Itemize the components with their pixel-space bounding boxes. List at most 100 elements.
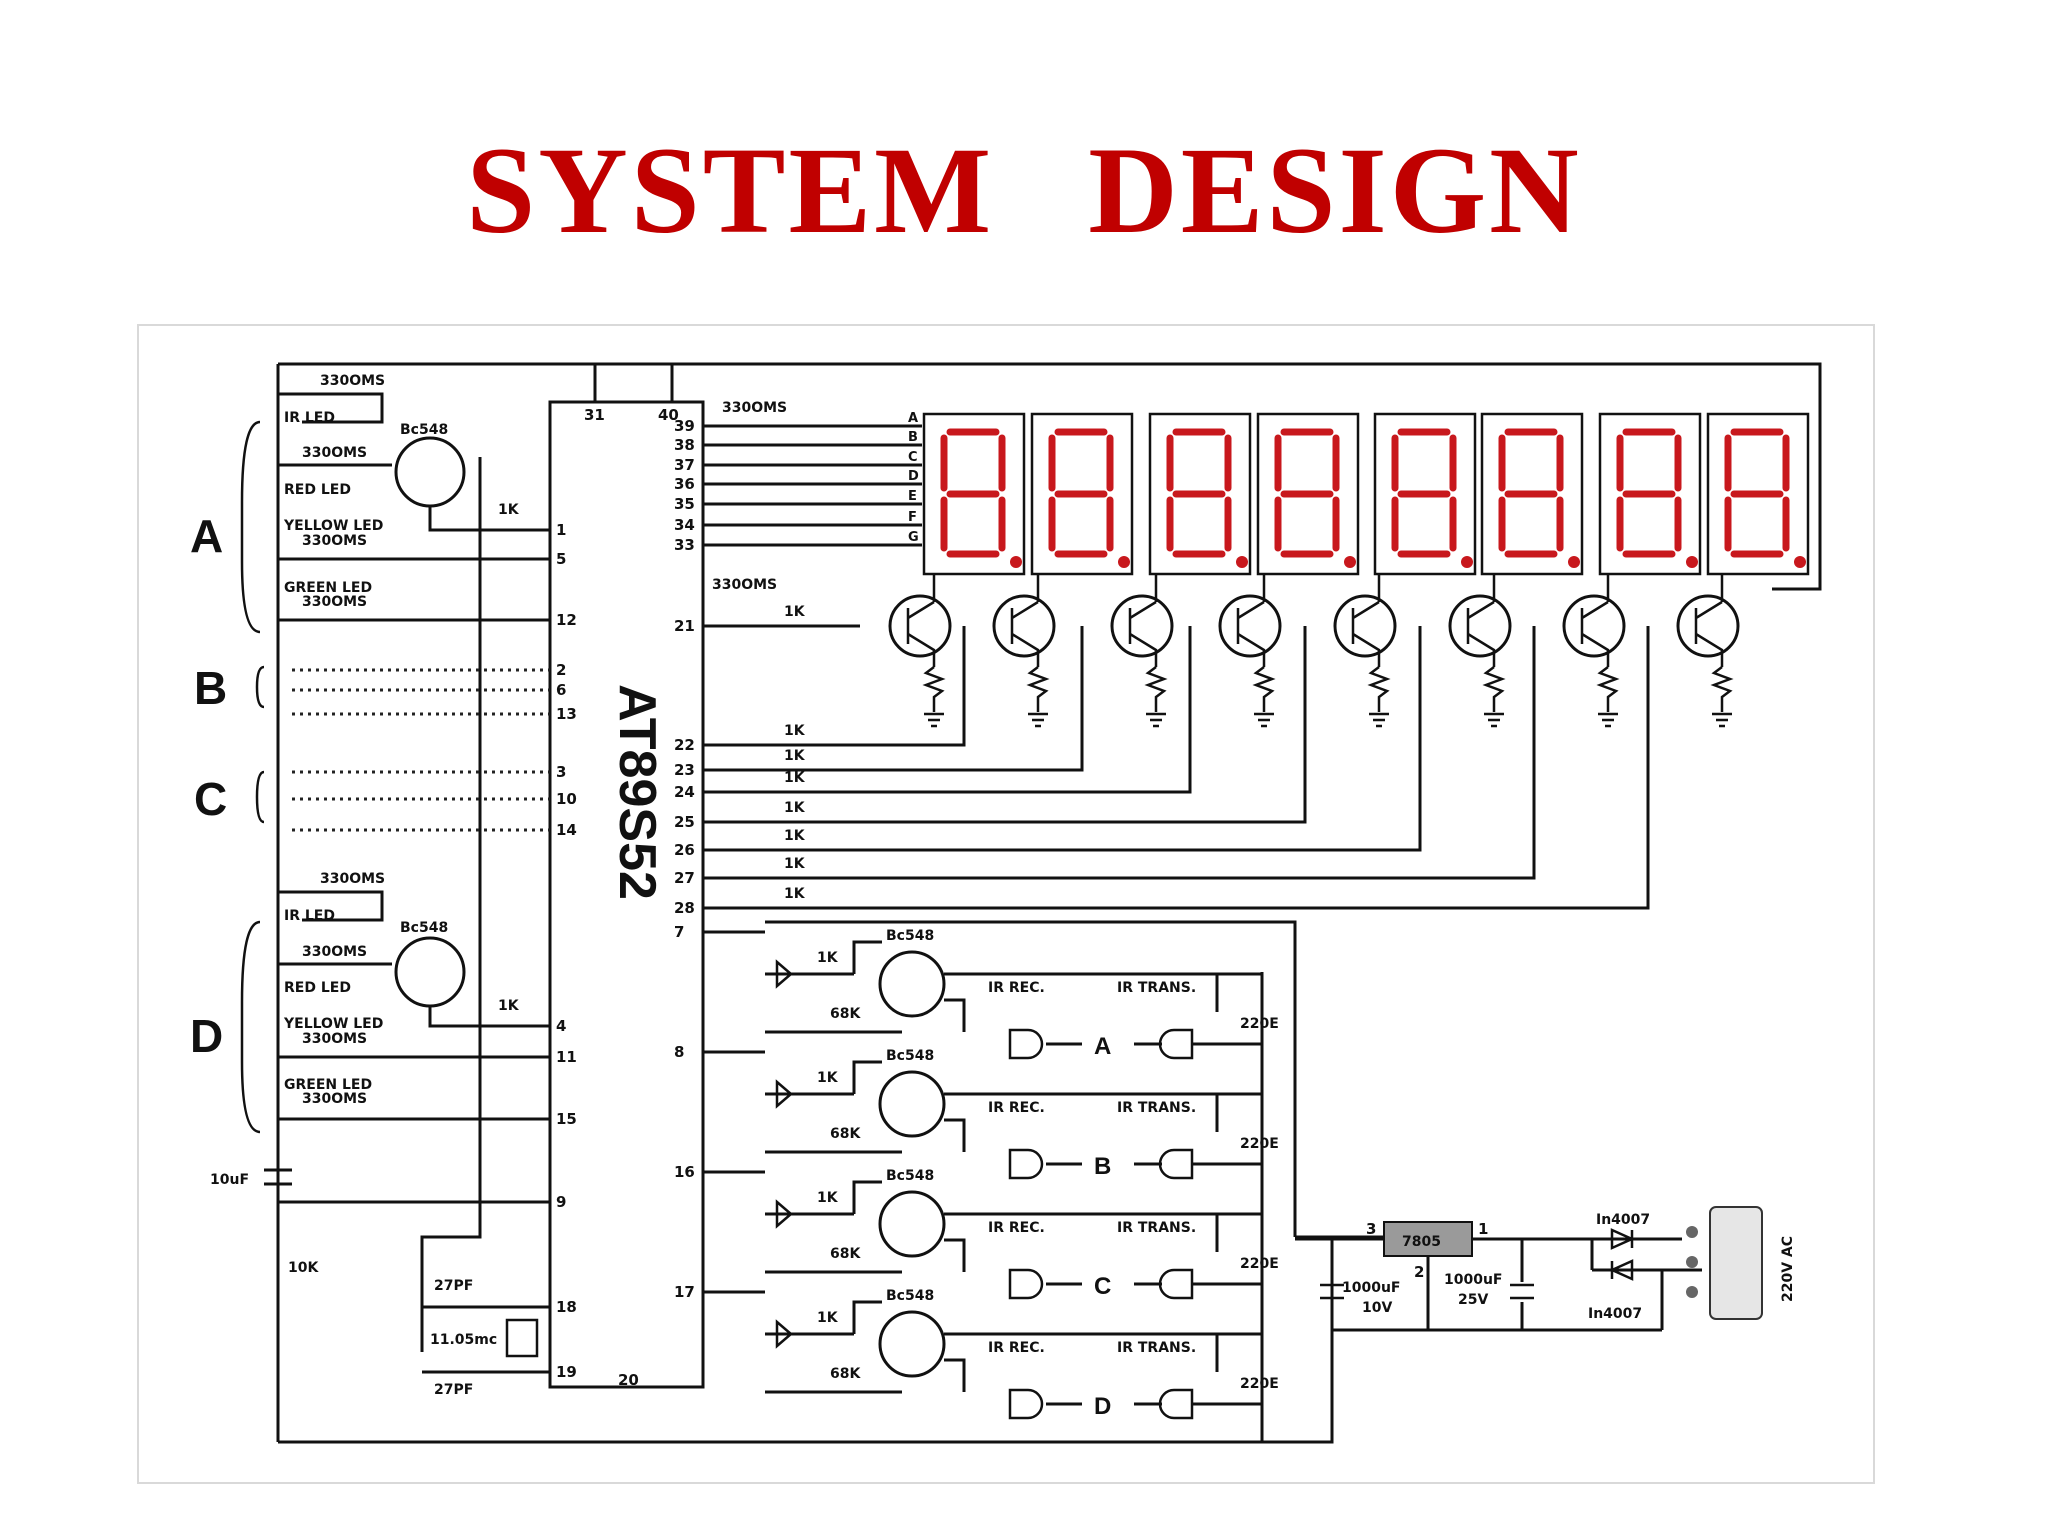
res-68k-label: 68K	[830, 1126, 861, 1142]
group-label-c: C	[194, 773, 227, 825]
ir-receiver-icon	[1008, 1268, 1044, 1300]
cap-1000-10v-a: 1000uF	[1342, 1280, 1401, 1296]
green-led-label: GREEN LED	[284, 1077, 372, 1093]
sensor-pin-17: 17	[674, 1283, 695, 1301]
crystal-circuit: 27PF 27PF 11.05mc	[422, 1278, 550, 1398]
res-68k-label: 68K	[830, 1006, 861, 1022]
res-1k-label: 1K	[784, 604, 806, 620]
res-1k-label: 1K	[784, 723, 806, 739]
seg-letter-F: F	[908, 510, 917, 525]
seg-letter-B: B	[908, 430, 918, 445]
group-label-b: B	[194, 662, 227, 714]
ground-icon	[922, 666, 946, 728]
ground-icon	[1710, 666, 1734, 728]
seg-pin-37: 37	[674, 456, 695, 474]
decimal-point	[1568, 556, 1580, 568]
ir-led-icon	[775, 1319, 793, 1349]
res-68k-label: 68K	[830, 1246, 861, 1262]
driver-transistor-7	[1562, 574, 1626, 728]
ir-transmitter-icon	[1158, 1388, 1194, 1420]
group-label-a: A	[190, 510, 223, 562]
power-supply: 7805 3 1 2 1000uF 10V 1000uF 25V In4007 …	[1295, 1206, 1796, 1332]
diode-2	[1608, 1259, 1634, 1281]
ir-trans-label: IR TRANS.	[1117, 1100, 1196, 1116]
seg-letter-G: G	[908, 530, 919, 545]
transistor-label: Bc548	[886, 1048, 934, 1064]
yellow-led-label: YELLOW LED	[283, 1016, 383, 1032]
decimal-point	[1686, 556, 1698, 568]
transistor-symbol	[394, 436, 466, 508]
digit-wire	[703, 626, 966, 747]
res-label: 330OMS	[302, 445, 367, 461]
decimal-point	[1344, 556, 1356, 568]
res-220e-label: 220E	[1240, 1016, 1279, 1032]
ir-rec-label: IR REC.	[988, 1220, 1045, 1236]
ir-trans-label: IR TRANS.	[1117, 1220, 1196, 1236]
reset-network: 10uF 10K	[210, 1168, 550, 1276]
seven-segment-digit-1	[922, 412, 1026, 576]
res-1k-label: 1K	[817, 1070, 839, 1086]
res-1k-label: 1K	[498, 998, 520, 1014]
red-led-label: RED LED	[284, 482, 351, 498]
ground-icon	[1026, 666, 1050, 728]
digit-wire	[703, 626, 1084, 772]
ir-receiver-icon	[1008, 1388, 1044, 1420]
res-1k-label: 1K	[784, 748, 806, 764]
sensor-pair-label-C: C	[1094, 1273, 1111, 1300]
driver-transistor-6	[1448, 574, 1512, 728]
seven-segment-digit-6	[1480, 412, 1584, 576]
pin-40: 40	[658, 406, 679, 424]
left-pin-4: 4	[556, 1017, 566, 1035]
left-pin-1: 1	[556, 521, 566, 539]
cap-27pf-label: 27PF	[434, 1382, 473, 1398]
res-1k-label: 1K	[784, 770, 806, 786]
brace-b	[255, 665, 265, 709]
digit-pin-26: 26	[674, 841, 695, 859]
ir-receiver-icon	[1008, 1148, 1044, 1180]
ir-rec-label: IR REC.	[988, 1100, 1045, 1116]
sensor-pair-label-D: D	[1094, 1393, 1111, 1420]
digit-pin-22: 22	[674, 736, 695, 754]
transistor-symbol	[878, 1070, 946, 1138]
digit-pin-21: 21	[674, 617, 695, 635]
res-220e-label: 220E	[1240, 1376, 1279, 1392]
transistor-label: Bc548	[400, 422, 448, 438]
res-68k-label: 68K	[830, 1366, 861, 1382]
driver-transistor-5	[1333, 574, 1397, 728]
left-pin-2: 2	[556, 661, 566, 679]
cap-1000-10v-b: 10V	[1362, 1300, 1392, 1316]
left-pin-5: 5	[556, 550, 566, 568]
ir-transmitter-icon	[1158, 1268, 1194, 1300]
diode-label-1: In4007	[1596, 1212, 1650, 1228]
digit-pin-28: 28	[674, 899, 695, 917]
brace-c	[255, 770, 265, 824]
seven-segment-digit-3	[1148, 412, 1252, 576]
ir-trans-label: IR TRANS.	[1117, 980, 1196, 996]
led-block-a: 330OMS IR LED 330OMS RED LED Bc548 1K YE…	[278, 373, 550, 622]
res-10k-label: 10K	[288, 1260, 319, 1276]
seg-pin-39: 39	[674, 417, 695, 435]
crystal-symbol	[505, 1318, 539, 1358]
cap-1000-25v-b: 25V	[1458, 1292, 1488, 1308]
yellow-led-label: YELLOW LED	[283, 518, 383, 534]
res-1k-label: 1K	[784, 886, 806, 902]
res-1k-label: 1K	[817, 1190, 839, 1206]
seven-segment-displays	[922, 412, 1810, 576]
diode-label-2: In4007	[1588, 1306, 1642, 1322]
driver-transistor-3	[1110, 574, 1174, 728]
ground-icon	[1367, 666, 1391, 728]
transistor-symbol	[394, 936, 466, 1008]
seg-letter-D: D	[908, 469, 919, 484]
left-pin-14: 14	[556, 821, 577, 839]
transistor-symbol	[878, 950, 946, 1018]
ir-trans-label: IR TRANS.	[1117, 1340, 1196, 1356]
res-1k-label: 1K	[784, 828, 806, 844]
ground-icon	[1252, 666, 1276, 728]
pin-31: 31	[584, 406, 605, 424]
res-220e-label: 220E	[1240, 1136, 1279, 1152]
